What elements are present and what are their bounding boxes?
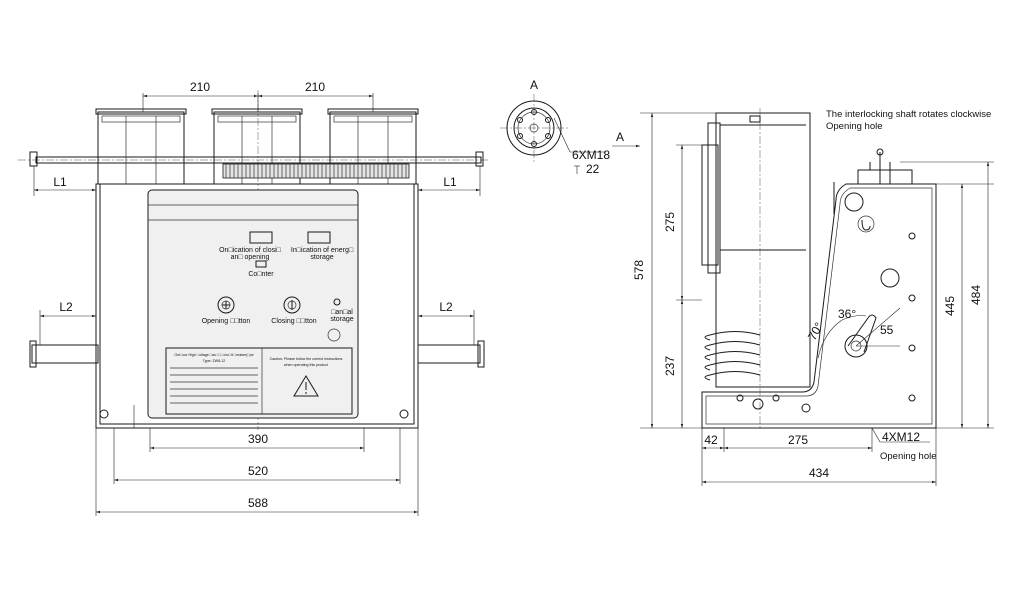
angle-36: 36° — [838, 307, 856, 321]
dim-upper-275: 275 — [663, 212, 677, 232]
label-counter: Co□nter — [248, 271, 274, 278]
terminal-comb — [222, 163, 410, 179]
spring — [704, 331, 761, 381]
label-opening-button: Opening □□tton — [202, 318, 251, 325]
dim-base-434: 434 — [809, 466, 829, 480]
dim-l2-right: L2 — [439, 300, 453, 314]
dim-l1-left: L1 — [53, 175, 67, 189]
label-closing-button: Closing □□tton — [271, 318, 317, 325]
mechanism-housing — [701, 148, 937, 429]
detail-depth: 22 — [586, 162, 600, 176]
dim-height-484: 484 — [969, 285, 983, 305]
dim-55: 55 — [880, 323, 894, 337]
dim-base-275: 275 — [788, 433, 808, 447]
opening-button[interactable] — [217, 296, 235, 314]
label-manual-storage-2: storage — [330, 316, 353, 323]
warning-text-1: Caution: Please follow the correct instr… — [270, 357, 343, 361]
detail-label: A — [530, 78, 538, 92]
label-manual-storage-1: □an□al — [331, 309, 353, 316]
section-arrow-label: A — [616, 130, 624, 144]
dim-inner-width: 390 — [248, 432, 268, 446]
manual-storage-crank — [327, 328, 341, 342]
closing-button[interactable] — [283, 296, 301, 314]
label-indication-energy-2: storage — [310, 254, 333, 261]
dim-top-right: 210 — [305, 80, 325, 94]
label-indication-closing-1: On□ication of closi□ — [219, 247, 282, 254]
dim-mid-width: 520 — [248, 464, 268, 478]
detail-view-a: A 6XM18 22 — [500, 78, 610, 176]
dim-height-445: 445 — [943, 296, 957, 316]
side-view: A The interlocking shaft rotates clockwi… — [612, 108, 994, 486]
front-view: On□ication of closi□ an□ opening In□icat… — [18, 80, 490, 516]
dim-overall-width: 588 — [248, 496, 268, 510]
note-opening-hole: Opening hole — [826, 121, 883, 132]
nameplate: Out□oor High □oltage □ac□□□ circ□it □rea… — [165, 347, 353, 415]
dim-l1-right: L1 — [443, 175, 457, 189]
nameplate-type: Type: ZW8-12 — [203, 359, 226, 363]
angle-70: 70° — [805, 320, 826, 343]
dim-top-left: 210 — [190, 80, 210, 94]
manual-storage-shaft — [333, 298, 341, 306]
nameplate-title: Out□oor High □oltage □ac□□□ circ□it □rea… — [174, 353, 253, 357]
detail-thread-spec: 6XM18 — [572, 148, 610, 162]
bolt-spec: 4XM12 — [882, 430, 920, 444]
dim-base-42: 42 — [704, 433, 718, 447]
warning-triangle-icon — [293, 375, 319, 397]
dim-l2-left: L2 — [59, 300, 73, 314]
opening-hole-label: Opening hole — [880, 451, 937, 462]
dim-height-578: 578 — [632, 260, 646, 280]
note-interlocking: The interlocking shaft rotates clockwise — [826, 109, 991, 120]
label-indication-closing-2: an□ opening — [231, 254, 270, 261]
dim-lower-237: 237 — [663, 356, 677, 376]
warning-text-2: when operating this product — [284, 363, 328, 367]
bushing-left — [95, 108, 187, 185]
label-indication-energy-1: In□ication of energ□ — [291, 247, 354, 254]
